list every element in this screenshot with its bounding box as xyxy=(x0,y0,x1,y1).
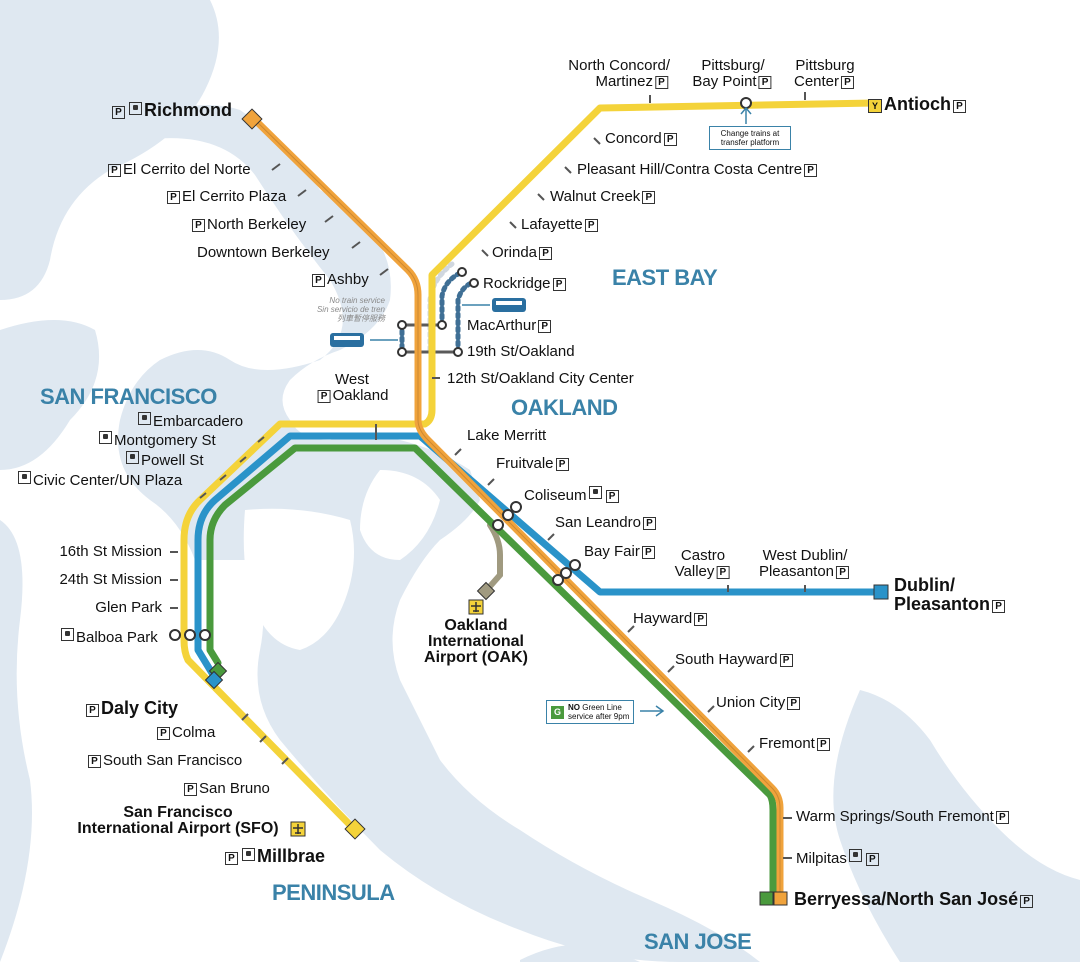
bus-bridge-icon-2 xyxy=(330,333,364,347)
oak-terminal-icon xyxy=(476,581,496,601)
train-icon xyxy=(848,849,862,862)
region-east-bay: EAST BAY xyxy=(612,265,718,290)
region-oakland: OAKLAND xyxy=(511,395,618,420)
region-peninsula: PENINSULA xyxy=(272,880,395,905)
richmond-terminal-icon xyxy=(241,108,263,130)
station-ticks xyxy=(170,92,806,859)
station-civic-center[interactable]: Civic Center/UN Plaza xyxy=(16,471,182,489)
train-icon xyxy=(126,451,139,464)
train-icon xyxy=(61,628,74,641)
millbrae-terminal-icon xyxy=(344,818,366,840)
station-lake-merritt[interactable]: Lake Merritt xyxy=(467,427,547,444)
oak-connector-line xyxy=(482,522,503,595)
yellow-line-badge: Y xyxy=(868,99,882,113)
green-note-arrow xyxy=(640,705,665,717)
berryessa-orange-terminal-icon xyxy=(773,891,788,906)
station-powell[interactable]: Powell St xyxy=(124,451,204,469)
station-montgomery[interactable]: Montgomery St xyxy=(97,431,216,449)
station-16th-st-mission[interactable]: 16th St Mission xyxy=(59,543,162,560)
station-19th-st[interactable]: 19th St/Oakland xyxy=(467,343,575,360)
train-icon xyxy=(138,412,151,425)
bus-bridge-icon xyxy=(492,298,526,312)
dublin-terminal-icon xyxy=(873,584,889,600)
train-icon xyxy=(129,102,142,115)
region-san-jose: SAN JOSE xyxy=(644,929,752,954)
train-icon xyxy=(99,431,112,444)
station-12th-st[interactable]: 12th St/Oakland City Center xyxy=(447,370,634,387)
region-san-francisco: SAN FRANCISCO xyxy=(40,384,217,409)
station-balboa-park[interactable]: Balboa Park xyxy=(59,628,158,646)
transfer-stations xyxy=(169,97,752,641)
station-downtown-berkeley[interactable]: Downtown Berkeley xyxy=(197,244,330,261)
blue-line xyxy=(194,432,884,682)
green-line xyxy=(206,444,777,899)
train-icon xyxy=(242,848,255,861)
station-24th-st-mission[interactable]: 24th St Mission xyxy=(59,571,162,588)
train-icon xyxy=(588,486,602,499)
station-embarcadero[interactable]: Embarcadero xyxy=(136,412,243,430)
bart-lines xyxy=(180,99,884,899)
yellow-line xyxy=(180,99,879,834)
train-icon xyxy=(18,471,31,484)
airport-icons xyxy=(290,599,484,837)
daly-city-blue-terminal-icon xyxy=(204,670,224,690)
berryessa-green-terminal-icon xyxy=(759,891,774,906)
orange-line xyxy=(248,113,784,899)
station-glen-park[interactable]: Glen Park xyxy=(95,599,162,616)
